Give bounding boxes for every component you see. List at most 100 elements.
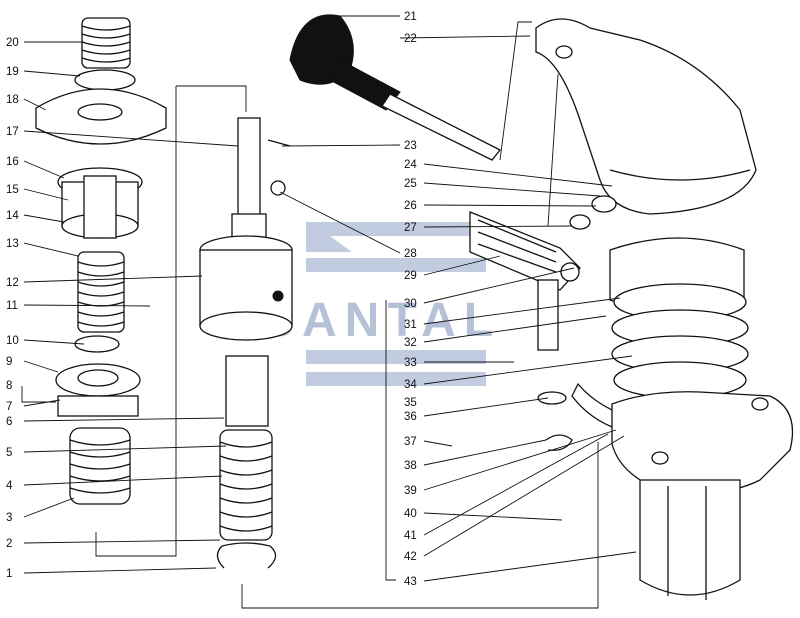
spring-20	[81, 17, 131, 69]
leader-34	[423, 355, 633, 385]
leader-4	[23, 475, 223, 486]
callout-8: 8	[6, 380, 12, 392]
leader-22	[399, 35, 531, 39]
leader-39	[423, 429, 617, 491]
callout-25: 25	[404, 178, 417, 190]
leader-5	[23, 445, 227, 453]
callout-16: 16	[6, 156, 19, 168]
pin-23	[267, 139, 291, 147]
center-piston-assembly	[199, 117, 293, 569]
cage-15-16	[57, 167, 143, 239]
callout-4: 4	[6, 480, 13, 492]
callout-26: 26	[404, 200, 417, 212]
leader-42	[423, 435, 625, 557]
callout-14: 14	[6, 210, 19, 222]
rod-17	[237, 117, 261, 229]
leader-29	[423, 255, 501, 276]
leader-16	[23, 160, 65, 179]
leader-2	[23, 539, 221, 544]
callout-20: 20	[6, 37, 19, 49]
piston-12	[199, 235, 293, 341]
callout-31: 31	[404, 319, 417, 331]
callout-32: 32	[404, 337, 417, 349]
leader-41	[423, 433, 609, 536]
callout-labels: 2019181716151413121110987654321212223242…	[6, 11, 417, 588]
callout-1: 1	[6, 568, 12, 580]
leader-30	[423, 267, 575, 304]
bracket-arm	[469, 211, 581, 351]
leader-43	[423, 551, 637, 582]
ring-28	[270, 180, 286, 196]
callout-7: 7	[6, 401, 12, 413]
spring-3-4	[69, 427, 131, 505]
leader-38	[423, 439, 547, 466]
callout-19: 19	[6, 66, 19, 78]
callout-43: 43	[404, 576, 417, 588]
callout-2: 2	[6, 538, 12, 550]
callout-34: 34	[404, 379, 417, 391]
callout-5: 5	[6, 447, 12, 459]
callout-22: 22	[404, 33, 417, 45]
callout-39: 39	[404, 485, 417, 497]
callout-33: 33	[404, 357, 417, 369]
callout-21: 21	[404, 11, 417, 23]
leader-15	[23, 188, 69, 201]
callout-3: 3	[6, 512, 12, 524]
leader-14	[23, 214, 65, 223]
group-brackets	[21, 21, 599, 609]
watermark-logo	[306, 222, 486, 386]
callout-42: 42	[404, 551, 417, 563]
callout-9: 9	[6, 356, 12, 368]
leader-18	[23, 98, 47, 111]
leader-12	[23, 275, 203, 283]
callout-41: 41	[404, 530, 417, 542]
leader-6	[23, 417, 225, 422]
bolt-27	[569, 214, 591, 230]
washer-39	[537, 391, 567, 405]
leader-13	[23, 242, 79, 257]
leader-3	[23, 497, 75, 518]
leader-10	[23, 339, 85, 345]
callout-28: 28	[404, 248, 417, 260]
leader-24	[423, 163, 613, 187]
leader-37	[423, 440, 453, 447]
callout-24: 24	[404, 159, 417, 171]
callout-23: 23	[404, 140, 417, 152]
callout-12: 12	[6, 277, 19, 289]
leader-32	[423, 315, 607, 343]
leader-40	[423, 512, 563, 521]
callout-37: 37	[404, 436, 417, 448]
spring-12	[77, 251, 125, 333]
callout-38: 38	[404, 460, 417, 472]
spring-center	[219, 429, 273, 541]
nut-9	[55, 363, 141, 417]
leader-31	[423, 297, 621, 325]
callout-17: 17	[6, 126, 19, 138]
right-housing-assembly	[571, 237, 794, 600]
leader-lines	[23, 15, 637, 582]
disc-18	[35, 88, 167, 145]
callout-6: 6	[6, 416, 12, 428]
washer-10	[74, 335, 120, 353]
callout-15: 15	[6, 184, 19, 196]
leader-1	[23, 567, 217, 574]
cover-22	[535, 18, 757, 215]
leader-19	[23, 70, 81, 77]
callout-13: 13	[6, 238, 19, 250]
nut-26	[591, 195, 617, 213]
callout-27: 27	[404, 222, 417, 234]
watermark-text: SANTAL	[262, 294, 501, 347]
leader-27	[423, 225, 573, 228]
ring-19	[74, 69, 136, 91]
callout-29: 29	[404, 270, 417, 282]
leader-11	[23, 304, 151, 307]
callout-11: 11	[6, 300, 18, 312]
leader-9	[23, 360, 59, 373]
leader-36	[423, 397, 549, 417]
sleeve-6	[225, 355, 269, 427]
clip-40	[545, 434, 573, 451]
leader-26	[423, 204, 597, 207]
callout-18: 18	[6, 94, 19, 106]
